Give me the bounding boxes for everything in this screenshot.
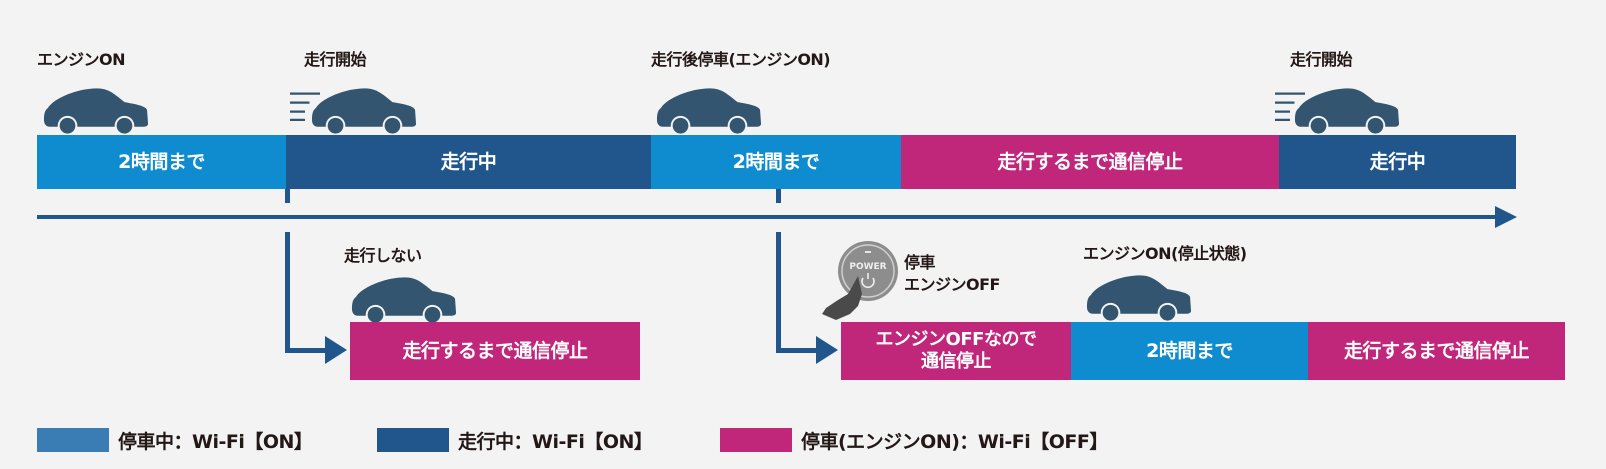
- label-start-driving: 走行開始: [304, 50, 367, 69]
- label-engine-on-idle: エンジンON(停止状態): [1083, 244, 1247, 263]
- car-icon: [655, 86, 763, 134]
- branch2-segment-engine-off: エンジンOFFなので 通信停止: [841, 322, 1071, 380]
- timeline-segment-stopped-on: 2時間まで: [651, 135, 901, 189]
- legend-swatch-stopped-on: [37, 428, 109, 452]
- car-icon: [1085, 273, 1193, 321]
- legend-stopped-off: 停車(エンジンON)：Wi-Fi【OFF】: [801, 431, 1108, 453]
- label-stop-engine-off: 停車 エンジンOFF: [904, 252, 1000, 296]
- branch-tick: [285, 189, 290, 203]
- car-moving-icon: [310, 86, 418, 134]
- label-not-driving: 走行しない: [344, 246, 422, 265]
- label-start-driving-2: 走行開始: [1290, 50, 1353, 69]
- car-icon: [42, 86, 150, 134]
- time-arrow: [37, 206, 1517, 228]
- legend-stopped-on: 停車中：Wi-Fi【ON】: [118, 431, 313, 453]
- legend-swatch-stopped-off: [720, 428, 792, 452]
- label-engine-on: エンジンON: [37, 50, 126, 69]
- segment-line: エンジンOFFなので: [875, 329, 1037, 351]
- label-engine-off: エンジンOFF: [904, 275, 1000, 294]
- segment-line: 通信停止: [921, 351, 992, 372]
- timeline-segment-running: 走行中: [286, 135, 651, 189]
- branch2-segment-stopped-off: 走行するまで通信停止: [1308, 322, 1565, 380]
- car-icon: [350, 275, 458, 323]
- label-stop: 停車: [904, 253, 936, 272]
- branch-arrow-1: [285, 232, 347, 364]
- branch2-segment-stopped-on: 2時間まで: [1071, 322, 1308, 380]
- car-moving-icon: [1293, 86, 1401, 134]
- power-label: POWER: [849, 262, 886, 272]
- timeline-segment-stopped-off: 走行するまで通信停止: [901, 135, 1279, 189]
- branch-tick: [776, 189, 781, 203]
- legend-running: 走行中：Wi-Fi【ON】: [458, 431, 653, 453]
- timeline-segment-running: 走行中: [1279, 135, 1516, 189]
- timeline-segment-stopped-on: 2時間まで: [37, 135, 286, 189]
- legend-swatch-running: [377, 428, 449, 452]
- branch-arrow-2: [776, 232, 838, 364]
- label-stop-after-driving: 走行後停車(エンジンON): [651, 50, 831, 69]
- power-button-icon: POWER: [822, 241, 898, 320]
- branch1-segment-stopped-off: 走行するまで通信停止: [350, 322, 640, 380]
